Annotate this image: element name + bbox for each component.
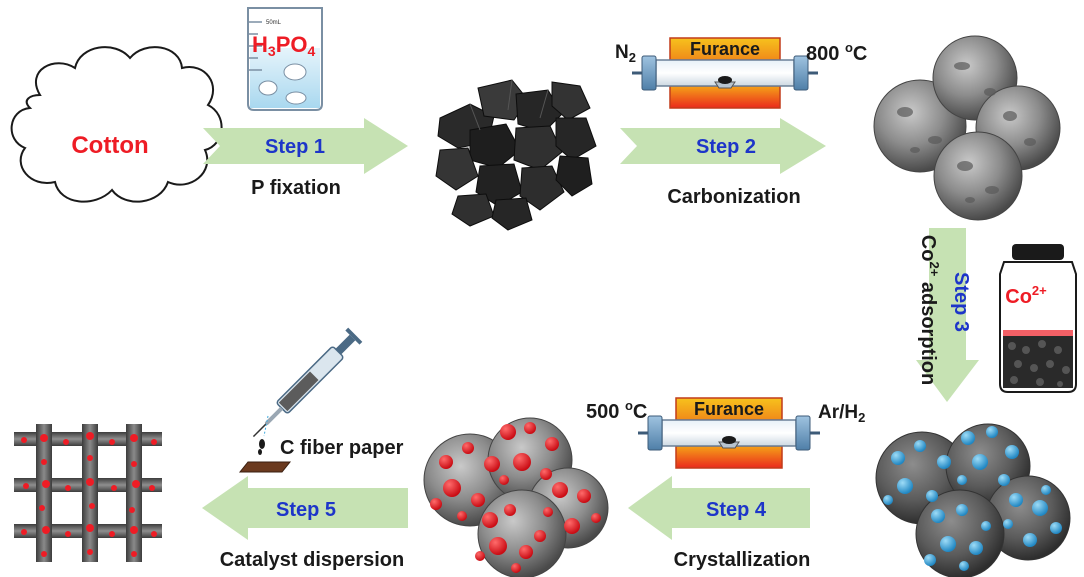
furnace-bottom: Furance 500 oC Ar/H2 (586, 397, 865, 469)
carbon-fiber-paper: C fiber paper (238, 437, 404, 473)
step-1-description: P fixation (251, 177, 341, 199)
arrow-step-3 (916, 228, 979, 402)
cobalt-solution-vial: Co2+ (999, 244, 1077, 393)
gas-ar-h2: Ar/H2 (818, 402, 865, 425)
cobalt-label: Co2+ (1005, 283, 1047, 308)
temperature-500: 500 oC (586, 398, 647, 423)
furnace-top-label: Furance (690, 39, 760, 59)
arrow-step-2 (620, 118, 826, 174)
beaker-mark: 50mL (266, 20, 282, 26)
step-4-description: Crystallization (674, 549, 811, 571)
step-1-label: Step 1 (265, 136, 325, 158)
phosphorus-fixed-cotton-chunks (435, 79, 597, 231)
step-4-label: Step 4 (706, 499, 767, 521)
step-5-description: Catalyst dispersion (220, 549, 405, 571)
furnace-top: Furance N2 800 oC (615, 37, 867, 109)
arrow-step-1 (203, 118, 408, 174)
step-5-label: Step 5 (276, 499, 336, 521)
beaker-icon: 50mL H3PO4 (247, 7, 323, 111)
h3po4-label: H3PO4 (252, 32, 315, 59)
cobalt-phosphide-spheres (423, 417, 609, 577)
carbonized-spheres (873, 35, 1061, 221)
cotton-label: Cotton (71, 132, 148, 159)
cotton-cloud: Cotton (10, 46, 223, 203)
step-2-label: Step 2 (696, 136, 756, 158)
gas-n2: N2 (615, 42, 636, 65)
step-3-label: Step 3 (950, 272, 972, 332)
step-2-description: Carbonization (667, 186, 800, 208)
temperature-800: 800 oC (806, 40, 867, 65)
step-3-description: Co2+ adsorption (917, 235, 942, 385)
cobalt-adsorbed-spheres (875, 423, 1071, 577)
arrow-step-4 (628, 476, 810, 540)
arrow-step-5 (202, 476, 408, 540)
c-fiber-paper-label: C fiber paper (280, 437, 404, 459)
syringe-icon (252, 327, 363, 455)
furnace-bottom-label: Furance (694, 399, 764, 419)
catalyst-electrode (14, 424, 162, 562)
